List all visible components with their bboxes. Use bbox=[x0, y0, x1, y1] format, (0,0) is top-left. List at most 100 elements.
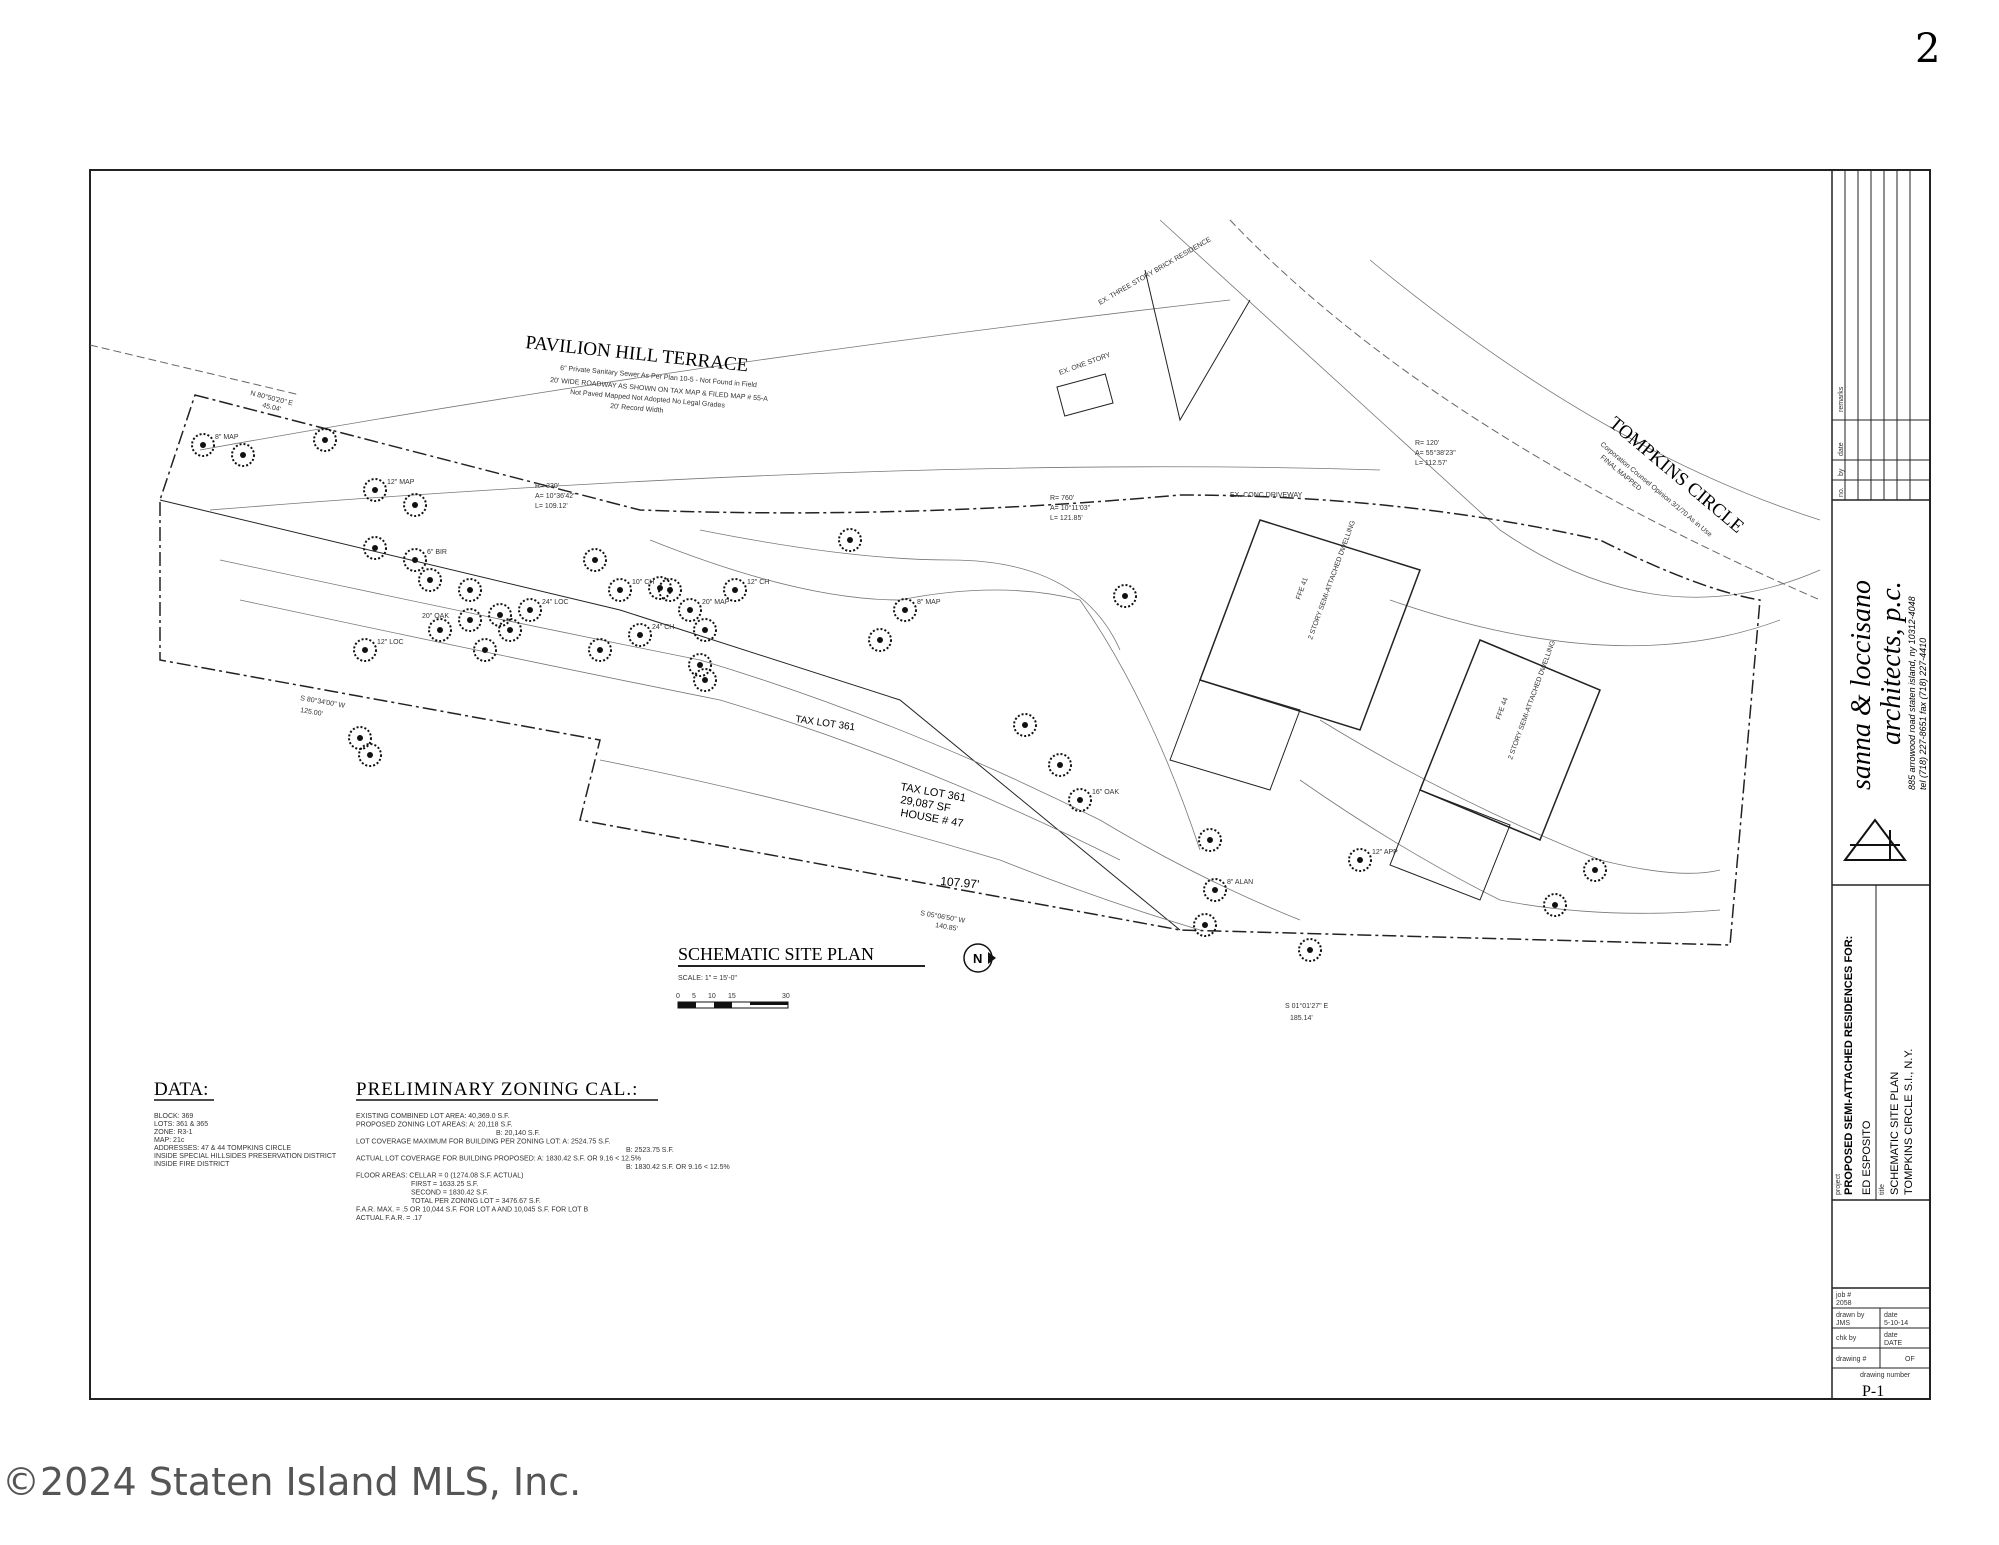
zoning-line: LOT COVERAGE MAXIMUM FOR BUILDING PER ZO… bbox=[356, 1139, 610, 1146]
job-number: 2058 bbox=[1836, 1300, 1852, 1307]
tree-trunk-icon bbox=[732, 587, 738, 593]
zoning-line: FLOOR AREAS: CELLAR = 0 (1274.08 S.F. AC… bbox=[356, 1173, 524, 1180]
tree-label: 24" CH bbox=[652, 624, 674, 631]
project-name: PROPOSED SEMI-ATTACHED RESIDENCES FOR: bbox=[1843, 936, 1855, 1195]
bearing: 185.14' bbox=[1290, 1015, 1313, 1022]
tree-trunk-icon bbox=[597, 647, 603, 653]
contour-lines bbox=[219, 529, 1721, 931]
tree-label: 8" ALAN bbox=[1227, 879, 1253, 886]
tree-icon bbox=[1298, 938, 1322, 962]
tree-icon bbox=[1048, 753, 1072, 777]
chk-label: chk by bbox=[1836, 1335, 1857, 1342]
tree-trunk-icon bbox=[412, 557, 418, 563]
tree-icon bbox=[658, 578, 682, 602]
tree-trunk-icon bbox=[1592, 867, 1598, 873]
data-line: LOTS: 361 & 365 bbox=[154, 1121, 208, 1128]
tree-icon bbox=[458, 578, 482, 602]
curve-data: L= 112.57' bbox=[1415, 460, 1447, 467]
scale-tick: 15 bbox=[728, 993, 736, 1000]
tree-icon bbox=[488, 603, 512, 627]
street-pavilion-hill: PAVILION HILL TERRACE bbox=[524, 332, 749, 376]
bearing: 125.00' bbox=[300, 707, 324, 718]
revision-header: remarks bbox=[1838, 386, 1845, 412]
tree-icon bbox=[1113, 584, 1137, 608]
tree-trunk-icon bbox=[1057, 762, 1063, 768]
tree-icon bbox=[403, 493, 427, 517]
data-line: ZONE: R3-1 bbox=[154, 1129, 193, 1136]
zoning-line: B: 20,140 S.F. bbox=[496, 1130, 540, 1137]
job-label: job # bbox=[1835, 1292, 1851, 1299]
zoning-line: ACTUAL LOT COVERAGE FOR BUILDING PROPOSE… bbox=[356, 1156, 641, 1163]
tree-trunk-icon bbox=[687, 607, 693, 613]
tompkins-circle-road bbox=[1159, 219, 1821, 647]
tree-trunk-icon bbox=[372, 487, 378, 493]
firm-logo-icon bbox=[1843, 818, 1907, 861]
curve-data: R= 760' bbox=[1050, 495, 1074, 502]
tree-icon bbox=[693, 668, 717, 692]
tree-icon bbox=[608, 578, 632, 602]
bearing: S 01°01'27" E bbox=[1285, 1002, 1329, 1010]
tree-trunk-icon bbox=[412, 502, 418, 508]
house-b-ffe: FFE 44 bbox=[1495, 697, 1509, 721]
tree-icon bbox=[518, 598, 542, 622]
building-label: EX. CONC DRIVEWAY bbox=[1230, 492, 1303, 499]
tree-icon bbox=[1348, 848, 1372, 872]
curve-data: A= 55°38'23" bbox=[1415, 449, 1456, 457]
scale-tick: 5 bbox=[692, 993, 696, 1000]
tree-icon bbox=[313, 428, 337, 452]
zoning-line: FIRST = 1633.25 S.F. bbox=[411, 1181, 478, 1188]
tree-label: 6" BIR bbox=[427, 549, 447, 556]
zoning-line: ACTUAL F.A.R. = .17 bbox=[356, 1215, 422, 1222]
zoning-line: B: 1830.42 S.F. OR 9.16 < 12.5% bbox=[626, 1164, 730, 1171]
plan-scale: SCALE: 1" = 15'-0" bbox=[678, 975, 738, 982]
tree-trunk-icon bbox=[702, 677, 708, 683]
tree-trunk-icon bbox=[667, 587, 673, 593]
lot-boundary bbox=[159, 394, 1761, 946]
house-a-ffe: FFE 41 bbox=[1295, 577, 1309, 601]
zoning-line: PROPOSED ZONING LOT AREAS: A: 20,118 S.F… bbox=[356, 1122, 513, 1129]
date-label: date bbox=[1884, 1332, 1898, 1339]
tree-icon bbox=[353, 638, 377, 662]
scale-tick: 30 bbox=[782, 993, 790, 1000]
zoning-title: PRELIMINARY ZONING CAL.: bbox=[356, 1079, 638, 1100]
tree-label: 12" APP bbox=[1372, 849, 1398, 856]
of-label: OF bbox=[1905, 1356, 1915, 1363]
tree-trunk-icon bbox=[240, 452, 246, 458]
drawn-label: drawn by bbox=[1836, 1312, 1865, 1319]
north-label: N bbox=[973, 951, 982, 966]
revision-header: date bbox=[1838, 442, 1845, 456]
tree-trunk-icon bbox=[1022, 722, 1028, 728]
tree-trunk-icon bbox=[527, 607, 533, 613]
tree-trunk-icon bbox=[877, 637, 883, 643]
drawing-title: SCHEMATIC SITE PLAN bbox=[1889, 1072, 1901, 1195]
zoning-line: EXISTING COMBINED LOT AREA: 40,369.0 S.F… bbox=[356, 1113, 510, 1120]
copyright-footer: ©2024 Staten Island MLS, Inc. bbox=[2, 1460, 582, 1504]
tree-trunk-icon bbox=[437, 627, 443, 633]
tree-trunk-icon bbox=[1357, 857, 1363, 863]
data-title: DATA: bbox=[154, 1079, 208, 1100]
tree-trunk-icon bbox=[1207, 837, 1213, 843]
zoning-line: SECOND = 1830.42 S.F. bbox=[411, 1190, 488, 1197]
tree-icon bbox=[868, 628, 892, 652]
tree-trunk-icon bbox=[427, 577, 433, 583]
tree-icon bbox=[723, 578, 747, 602]
tree-icon bbox=[498, 618, 522, 642]
tree-trunk-icon bbox=[637, 632, 643, 638]
tree-trunk-icon bbox=[200, 442, 206, 448]
tree-icon bbox=[1583, 858, 1607, 882]
tree-trunk-icon bbox=[372, 545, 378, 551]
bearing: 140.85' bbox=[935, 922, 959, 933]
drawing-location: TOMPKINS CIRCLE S.I., N.Y. bbox=[1903, 1049, 1915, 1195]
zoning-line: TOTAL PER ZONING LOT = 3476.67 S.F. bbox=[411, 1198, 541, 1205]
sheet-border bbox=[89, 169, 1931, 1400]
tree-icon bbox=[628, 623, 652, 647]
tree-trunk-icon bbox=[482, 647, 488, 653]
scale-tick: 10 bbox=[708, 993, 716, 1000]
title-label: title bbox=[1879, 1184, 1886, 1195]
tree-icon bbox=[1068, 788, 1092, 812]
tree-trunk-icon bbox=[697, 662, 703, 668]
tree-icon bbox=[1193, 913, 1217, 937]
date-value: DATE bbox=[1884, 1340, 1902, 1347]
curve-data: A= 10°36'42" bbox=[535, 492, 576, 500]
tree-icon bbox=[1198, 828, 1222, 852]
